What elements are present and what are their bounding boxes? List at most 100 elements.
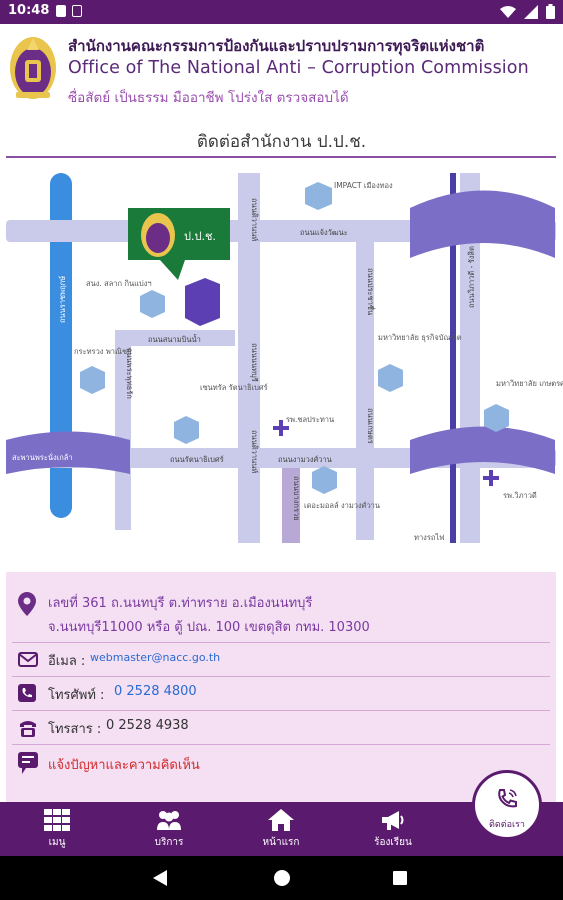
users-icon [157,811,181,830]
map-label-ministry-commerce: กระทรวง พาณิชย์ [74,347,131,356]
fax-label: โทรสาร : [48,722,102,737]
map-label-small-road-2: ถนนบางกรวย [292,476,301,521]
sim-icon [72,5,82,17]
map-label-bridge-nanglao: สะพานพระนั่งเกล้า [12,452,73,462]
status-bar: 10:48 [0,0,563,24]
complaint-link[interactable]: แจ้งปัญหาและความคิดเห็น [48,758,200,773]
signal-icon [524,4,538,19]
nav-complaint-label: ร้องเรียน [374,837,412,848]
map-label-vibhavadi: ถนนวิภาวดี - รังสิต [467,246,476,308]
address-line-2: จ.นนทบุรี11000 หรือ ตู้ ปณ. 100 เขตดุสิต… [48,620,370,635]
nav-home[interactable]: หน้าแรก [246,808,316,850]
phone-icon [18,684,36,702]
contact-us-label: ติดต่อเรา [489,820,525,830]
map-nacc-pointer [160,260,185,280]
map-building-icon [80,182,509,494]
address-line-1: เลขที่ 361 ถ.นนทบุรี ต.ท่าทราย อ.เมืองนน… [48,596,313,611]
contact-fab-container: ติดต่อเรา [458,766,558,846]
map-hospital-vibhavadi-icon [483,470,499,486]
map-label-university-dhurakij: มหาวิทยาลัย ธุรกิจบัณฑิต [378,333,462,342]
map-road-small-vertical-2 [282,468,300,543]
map-label-chaeng-watthana: ถนนแจ้งวัฒนะ [300,228,348,237]
map-hospital-chonprathan-icon [273,420,289,436]
feedback-icon [18,752,38,774]
status-system-icons [500,4,555,19]
nav-services-label: บริการ [154,837,184,848]
map-bridge-right [410,426,555,474]
back-icon[interactable] [153,870,167,886]
email-label: อีเมล : [48,654,86,669]
contact-us-button[interactable]: ติดต่อเรา [472,770,542,840]
mail-icon [18,652,38,667]
map-label-ngamwongwan: ถนนงามวงศ์วาน [278,455,332,464]
map-label-central: เซนทรัล รัตนาธิเบศร์ [200,383,268,392]
bottom-navigation: เมนู บริการ หน้าแรก ร้องเรียน [0,802,563,856]
address-row: เลขที่ 361 ถ.นนทบุรี ต.ท่าทราย อ.เมืองนน… [6,588,556,638]
home-icon [268,809,294,831]
recents-icon[interactable] [393,871,407,885]
nav-menu-label: เมนู [48,837,66,848]
org-title-thai: สำนักงานคณะกรรมการป้องกันและปราบปรามการท… [68,37,485,55]
map-label-hospital-vibhavadi: รพ.วิภาวดี [503,491,537,500]
map-rail [450,173,456,543]
fax-icon [20,721,36,737]
phone-label: โทรศัพท์ : [48,688,105,703]
map-label-prachachuen: ถนนประชาชื่น [366,268,376,315]
map-label-kaset: ถนนเกษตร [366,408,375,444]
map-road-sanambinnam [115,330,235,346]
contact-divider [12,710,550,711]
location-pin-icon [18,592,36,616]
email-row[interactable]: อีเมล : webmaster@nacc.go.th [6,648,556,674]
map-bridge-top [410,190,555,258]
battery-icon [546,4,555,19]
map-bridge-nanglao [6,431,130,474]
map-label-mid-vertical: ถนนนนทบุรี [250,343,259,382]
grid-icon [44,809,70,831]
contact-divider [12,642,550,643]
status-time: 10:48 [8,3,50,18]
map-label-hospital-chonprathan: รพ.ชลประทาน [286,415,334,424]
org-slogan: ซื่อสัตย์ เป็นธรรม มืออาชีพ โปร่งใส ตรวจ… [68,90,349,106]
fax-row: โทรสาร : 0 2528 4938 [6,716,556,742]
app-header: สำนักงานคณะกรรมการป้องกันและปราบปรามการท… [0,24,563,116]
status-notification-icons [56,5,82,17]
phone-row[interactable]: โทรศัพท์ : 0 2528 4800 [6,682,556,708]
map-label-samnak-ngan: สนง. สลาก กินแบ่งฯ [86,279,152,288]
email-link[interactable]: webmaster@nacc.go.th [90,651,221,664]
map-label-small-road: ถนนพระพุทธรัก [125,348,134,399]
nav-home-label: หน้าแรก [262,837,300,848]
map-label-mall-ngamwongwan: เดอะมอลล์ งามวงศ์วาน [304,501,380,510]
phone-link[interactable]: 0 2528 4800 [114,684,197,699]
map-road-prachachuen [356,220,374,540]
map-label-rail: ทางรถไฟ [414,533,444,542]
map-label-ratthanathibet: ถนนรัตนาธิเบศร์ [170,455,224,464]
complaint-row[interactable]: แจ้งปัญหาและความคิดเห็น [6,750,556,778]
nacc-logo-icon [10,37,56,99]
contact-panel: เลขที่ 361 ถ.นนทบุรี ต.ท่าทราย อ.เมืองนน… [6,572,556,802]
map-road-small-vertical [115,330,131,530]
nav-menu[interactable]: เมนู [22,808,92,850]
fax-value: 0 2528 4938 [106,718,189,733]
contact-divider [12,676,550,677]
map-label-university-kasetsart: มหาวิทยาลัย เกษตรศาสตร์ [496,379,563,388]
map-nacc-building-icon [185,278,220,326]
title-divider [6,156,556,158]
notification-icon [56,5,66,17]
nav-services[interactable]: บริการ [134,808,204,850]
map-label-impact: IMPACT เมืองทอง [334,181,393,190]
contact-divider [12,744,550,745]
page-title: ติดต่อสำนักงาน ป.ป.ช. [196,132,367,152]
map-label-left-vertical: ถนนราชพฤกษ์ [58,276,67,323]
map-nacc-logo-inner [146,223,170,253]
location-map[interactable]: ป.ป.ช. IMPACT เมืองทอง ถนนแจ้งวัฒนะ สนง.… [0,168,563,568]
nav-complaint[interactable]: ร้องเรียน [358,808,428,850]
map-label-tiwanon-2: ถนนติวานนท์ [250,430,259,473]
map-road-mid-vertical [238,173,260,543]
wifi-icon [500,5,516,18]
phone-call-icon [498,789,517,808]
home-button-icon[interactable] [274,870,290,886]
org-title-english: Office of The National Anti – Corruption… [68,58,529,78]
megaphone-icon [382,811,404,830]
system-navigation-bar [0,856,563,900]
